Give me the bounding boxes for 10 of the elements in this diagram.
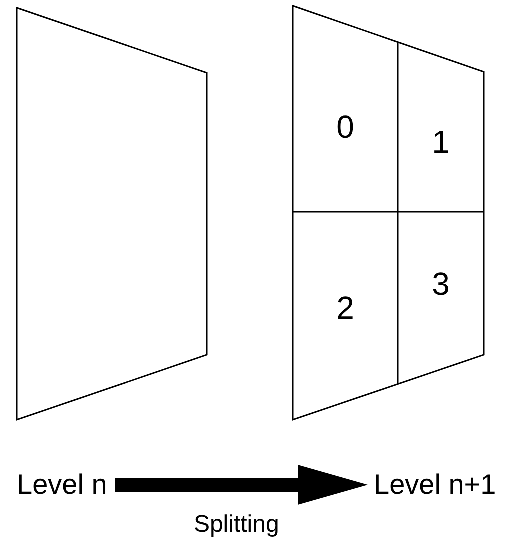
trapezoid-shape bbox=[17, 8, 207, 420]
quadrant-number: 3 bbox=[432, 268, 450, 300]
level-label: Level n bbox=[17, 471, 108, 499]
quadrant-number: 2 bbox=[336, 292, 354, 324]
trapezoid-shape bbox=[293, 6, 484, 420]
edge-label: Splitting bbox=[194, 513, 280, 537]
quadrant-number: 1 bbox=[432, 126, 450, 158]
quadrant-number: 0 bbox=[336, 111, 354, 143]
level-label: Level n+1 bbox=[374, 471, 496, 499]
arrow bbox=[115, 465, 368, 505]
